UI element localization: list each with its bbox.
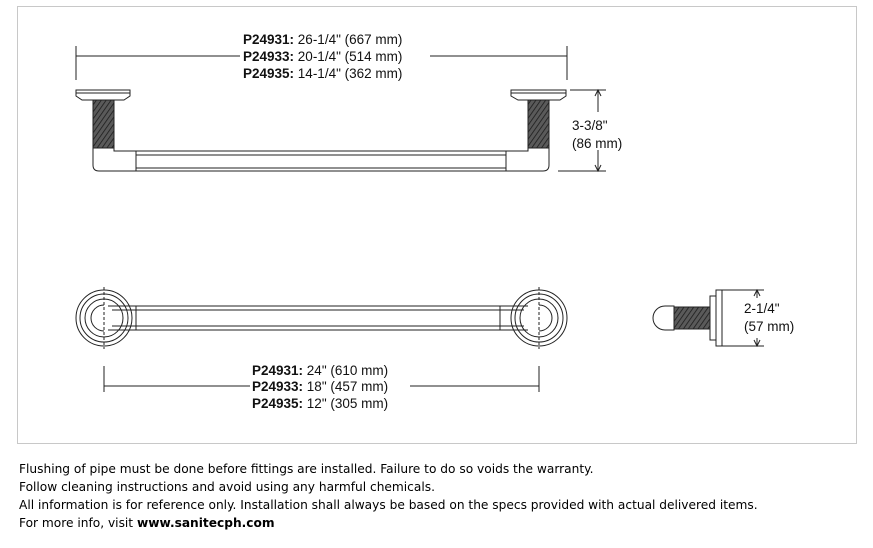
side-height-metric: (57 mm) [744, 319, 794, 334]
front-bar [108, 305, 528, 331]
note-more-info: For more info, visit www.sanitecph.com [19, 514, 859, 532]
front-length-label-2: P24933: 18" (457 mm) [252, 379, 388, 394]
front-left-flange [75, 287, 133, 349]
side-post [652, 289, 723, 347]
drawing-frame [17, 6, 857, 444]
website-link[interactable]: www.sanitecph.com [136, 516, 275, 530]
side-height-dimension [722, 288, 764, 348]
top-right-post [505, 89, 567, 172]
note-cleaning: Follow cleaning instructions and avoid u… [19, 480, 435, 494]
front-length-label-3: P24935: 12" (305 mm) [252, 396, 388, 411]
top-height-dimension [558, 88, 606, 173]
front-view [75, 287, 568, 392]
top-length-label-2: P24933: 20-1/4" (514 mm) [243, 49, 402, 64]
top-left-post [75, 89, 137, 172]
front-length-label-1: P24931: 24" (610 mm) [252, 363, 388, 378]
top-length-labels: P24931: 26-1/4" (667 mm) P24933: 20-1/4"… [243, 32, 402, 81]
note-reference: All information is for reference only. I… [19, 498, 758, 512]
top-length-label-3: P24935: 14-1/4" (362 mm) [243, 66, 402, 81]
top-bar [135, 150, 507, 172]
top-height-imperial: 3-3/8" [572, 118, 608, 133]
top-height-metric: (86 mm) [572, 136, 622, 151]
front-right-flange [510, 287, 568, 349]
side-view [652, 288, 764, 348]
note-more-info-prefix: For more info, visit [19, 516, 137, 530]
side-height-imperial: 2-1/4" [744, 301, 780, 316]
front-length-labels: P24931: 24" (610 mm) P24933: 18" (457 mm… [252, 363, 388, 411]
note-flushing: Flushing of pipe must be done before fit… [19, 462, 594, 476]
top-view [75, 46, 606, 173]
top-length-label-1: P24931: 26-1/4" (667 mm) [243, 32, 402, 47]
notes: Flushing of pipe must be done before fit… [19, 460, 859, 532]
towel-bar-dimension-drawing: P24931: 26-1/4" (667 mm) P24933: 20-1/4"… [75, 32, 794, 411]
